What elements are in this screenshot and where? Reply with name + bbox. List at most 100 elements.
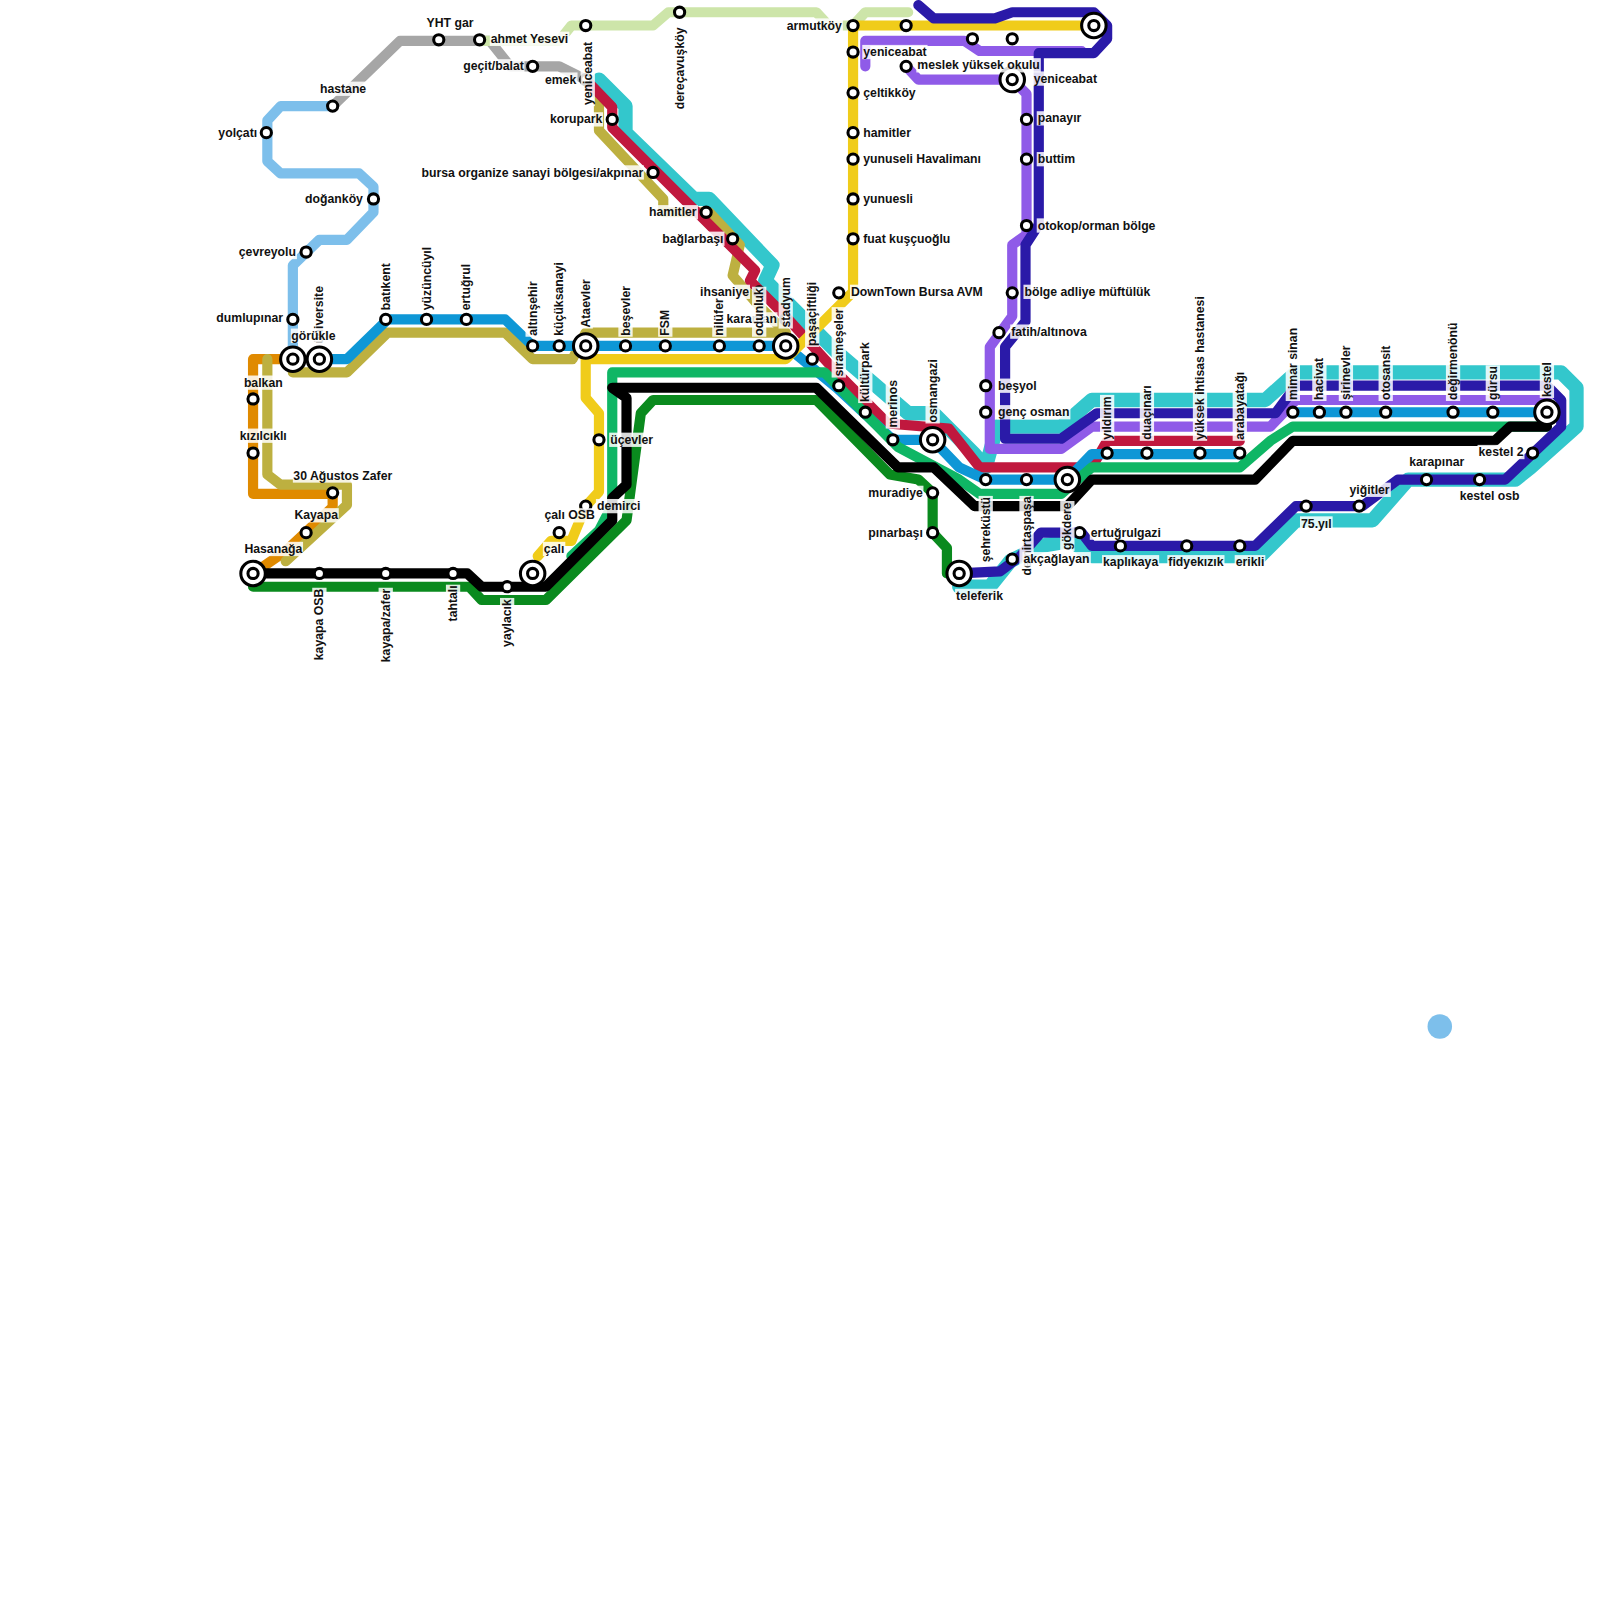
station-label: Ataevler xyxy=(579,278,593,328)
station-label: FSM xyxy=(658,309,672,337)
station-marker xyxy=(920,428,944,452)
station-marker xyxy=(554,528,564,538)
station-label: fuat kuşçuoğlu xyxy=(862,232,951,246)
station-marker xyxy=(1421,474,1431,484)
station-label: altınşehir xyxy=(526,280,540,336)
station-marker xyxy=(314,568,324,578)
station-marker xyxy=(773,334,797,358)
station-label: Hasanağa xyxy=(243,542,303,556)
station-label: akçağlayan xyxy=(1022,552,1090,566)
station-marker xyxy=(954,568,964,578)
station-label: teleferik xyxy=(955,589,1004,603)
station-marker xyxy=(754,341,764,351)
station-marker xyxy=(928,528,938,538)
station-marker xyxy=(261,128,271,138)
station-marker xyxy=(528,341,538,351)
line-purple xyxy=(906,66,1547,449)
station-marker xyxy=(807,354,817,364)
station-label: kestel osb xyxy=(1459,489,1521,503)
station-label: çevreyolu xyxy=(238,245,297,259)
station-marker xyxy=(554,341,564,351)
station-marker xyxy=(421,314,431,324)
station-label: otokop/orman bölge xyxy=(1037,218,1157,232)
station-marker xyxy=(701,207,711,217)
station-marker xyxy=(1235,448,1245,458)
station-label: 30 Ağustos Zafer xyxy=(292,468,393,482)
station-marker xyxy=(474,35,484,45)
station-label: nilüfer xyxy=(712,297,726,336)
station-marker xyxy=(1448,407,1458,417)
station-label: yeniceabat xyxy=(862,45,927,59)
station-marker xyxy=(594,435,604,445)
station-marker xyxy=(620,341,630,351)
station-marker xyxy=(1195,448,1205,458)
station-marker xyxy=(1007,554,1017,564)
station-marker xyxy=(834,288,844,298)
station-marker xyxy=(781,341,791,351)
station-label: korupark xyxy=(549,112,603,126)
station-marker xyxy=(1528,448,1538,458)
station-label: üçevler xyxy=(609,433,654,447)
station-label: gürsu xyxy=(1486,365,1500,401)
station-label: değirmenönü xyxy=(1446,321,1460,401)
station-marker xyxy=(901,61,911,71)
station-label: sırameşeler xyxy=(832,307,846,377)
station-marker xyxy=(1007,288,1017,298)
station-label: şehreküstü xyxy=(979,496,993,563)
station-label: kestel 2 xyxy=(1478,445,1525,459)
station-marker xyxy=(301,247,311,257)
station-label: ahmet Yesevi xyxy=(490,32,569,46)
station-label: bursa organize sanayi bölgesi/akpınar xyxy=(420,165,644,179)
station-label: mimar sinan xyxy=(1286,327,1300,401)
station-marker xyxy=(1062,474,1072,484)
station-label: hamitler xyxy=(648,205,698,219)
station-label: yüksek ihtisas hastanesi xyxy=(1193,295,1207,441)
station-label: pınarbaşı xyxy=(867,526,923,540)
station-label: küçüksanayi xyxy=(552,261,566,337)
station-label: Kayapa xyxy=(293,508,339,522)
station-marker xyxy=(528,61,538,71)
station-marker xyxy=(848,234,858,244)
station-marker xyxy=(1102,448,1112,458)
station-marker xyxy=(848,194,858,204)
station-label: osmangazi xyxy=(926,358,940,423)
station-marker xyxy=(520,561,544,585)
station-label: yeniceabat xyxy=(581,41,595,106)
station-label: dumlupınar xyxy=(215,311,284,325)
station-label: otosansit xyxy=(1379,345,1393,401)
station-marker xyxy=(248,568,258,578)
station-marker xyxy=(328,488,338,498)
station-label: meslek yüksek okulu xyxy=(916,58,1041,72)
station-label: yunuseli Havalimanı xyxy=(862,152,982,166)
station-marker xyxy=(307,347,331,371)
station-marker xyxy=(981,474,991,484)
station-marker xyxy=(581,20,591,30)
station-label: yüzüncüyıl xyxy=(419,246,433,311)
station-label: hastane xyxy=(319,82,367,96)
station-label: beşevler xyxy=(618,285,632,337)
station-label: yiğitler xyxy=(1348,483,1390,497)
station-layer xyxy=(241,7,1559,592)
station-marker xyxy=(1542,407,1552,417)
station-label: yaylacık xyxy=(500,598,514,648)
station-label: tahtalı xyxy=(446,584,460,622)
station-marker xyxy=(1301,501,1311,511)
station-marker xyxy=(448,568,458,578)
station-marker xyxy=(1007,34,1017,44)
station-label: bölge adliye müftülük xyxy=(1023,285,1151,299)
station-marker xyxy=(1021,154,1031,164)
station-label: ertuğrul xyxy=(459,263,473,311)
station-marker xyxy=(834,381,844,391)
station-marker xyxy=(1381,407,1391,417)
station-marker xyxy=(1021,474,1031,484)
station-marker xyxy=(607,114,617,124)
station-marker xyxy=(1007,74,1017,84)
station-marker xyxy=(1089,20,1099,30)
station-label: fatih/altınova xyxy=(1010,324,1088,338)
station-label: yeniceabat xyxy=(1033,71,1098,85)
station-marker xyxy=(728,234,738,244)
station-marker xyxy=(1314,407,1324,417)
station-marker xyxy=(848,20,858,30)
station-label: geçit/balat xyxy=(462,59,525,73)
